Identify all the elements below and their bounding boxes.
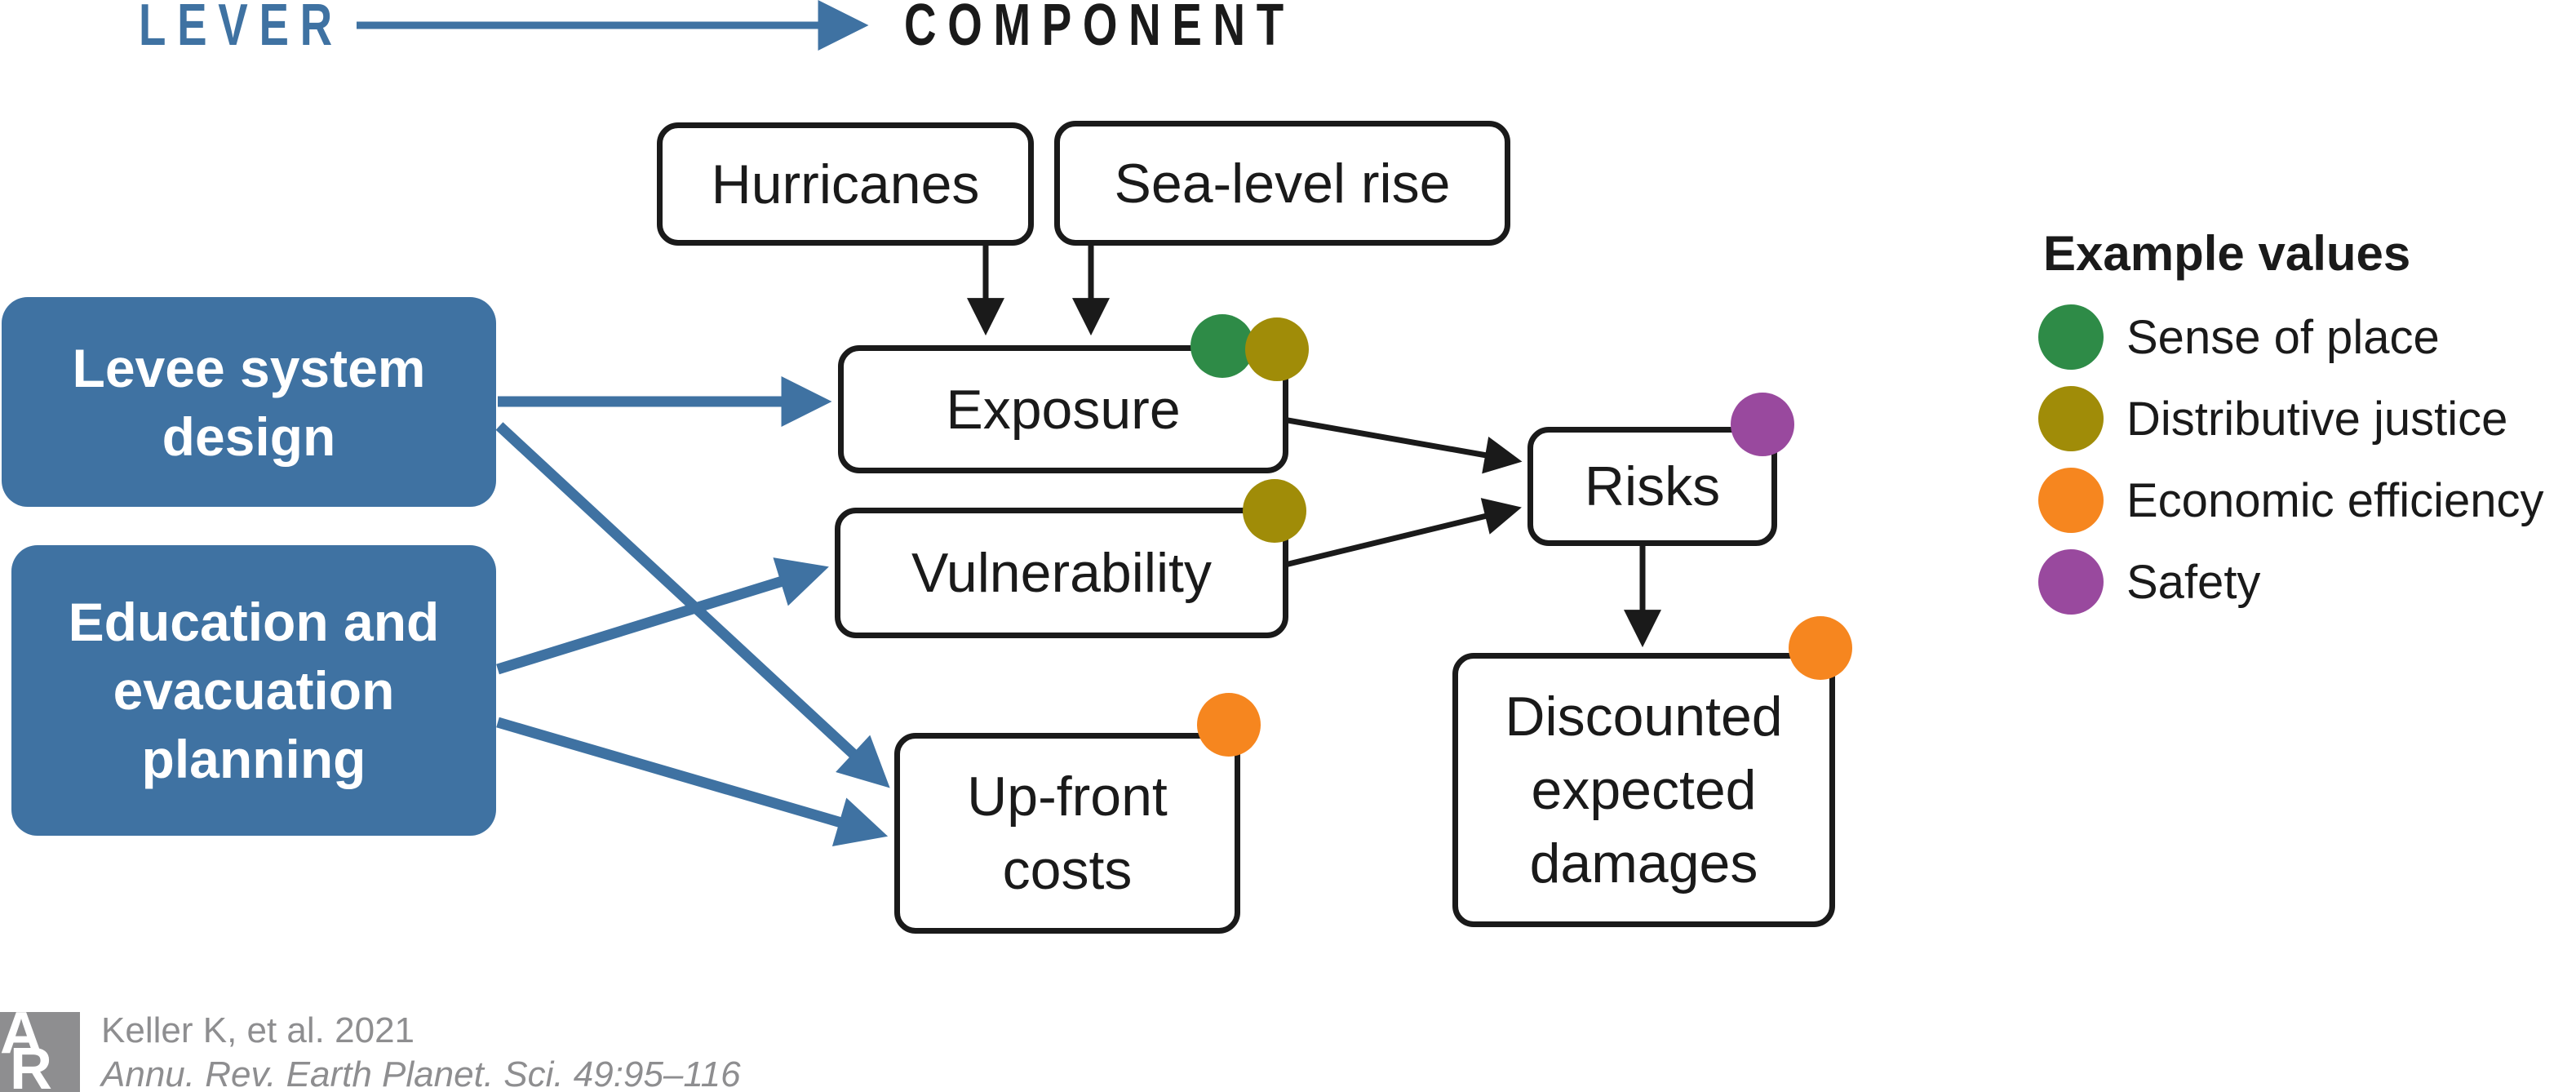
lever-box-education-evacuation: Education and evacuation planning <box>11 545 496 836</box>
value-dot-economic-efficiency-damages <box>1789 616 1852 680</box>
node-hurricanes: Hurricanes <box>657 122 1034 246</box>
value-dot-safety-risks <box>1731 393 1794 456</box>
value-dot-economic-efficiency-upfront <box>1197 693 1261 757</box>
arrow-education-to-upfront-costs <box>496 717 889 847</box>
legend-dot-purple <box>2038 549 2104 615</box>
node-discounted-expected-damages: Discounted expected damages <box>1452 653 1835 927</box>
arrow-education-to-vulnerability <box>496 557 829 675</box>
legend: Example values Sense of place Distributi… <box>2038 225 2544 623</box>
value-dot-distributive-justice-vulnerability <box>1243 479 1306 543</box>
value-dot-sense-of-place-exposure <box>1190 314 1254 378</box>
arrow-vulnerability-to-risks <box>1278 498 1522 570</box>
lever-heading: LEVER <box>139 0 344 58</box>
legend-dot-green <box>2038 304 2104 370</box>
arrow-levee-to-upfront-costs <box>495 422 890 788</box>
citation-authors: Keller K, et al. 2021 <box>101 1010 415 1050</box>
node-upfront-costs: Up-front costs <box>894 733 1240 934</box>
lever-box-levee-system-design: Levee system design <box>2 297 496 507</box>
legend-title: Example values <box>2043 226 2411 281</box>
component-heading: COMPONENT <box>904 0 1295 58</box>
node-vulnerability: Vulnerability <box>835 508 1288 638</box>
node-risks: Risks <box>1527 427 1777 546</box>
node-sea-level-rise: Sea-level rise <box>1054 121 1510 246</box>
legend-item-sense-of-place: Sense of place <box>2038 296 2544 378</box>
legend-item-economic-efficiency: Economic efficiency <box>2038 459 2544 541</box>
legend-item-distributive-justice: Distributive justice <box>2038 378 2544 459</box>
arrow-exposure-to-risks <box>1278 415 1523 474</box>
value-dot-distributive-justice-exposure <box>1245 317 1309 381</box>
legend-item-safety: Safety <box>2038 541 2544 623</box>
legend-dot-orange <box>2038 468 2104 533</box>
legend-dot-olive <box>2038 386 2104 451</box>
citation-journal: Annu. Rev. Earth Planet. Sci. 49:95–116 <box>101 1054 741 1092</box>
annual-reviews-logo: A R <box>0 1012 80 1092</box>
